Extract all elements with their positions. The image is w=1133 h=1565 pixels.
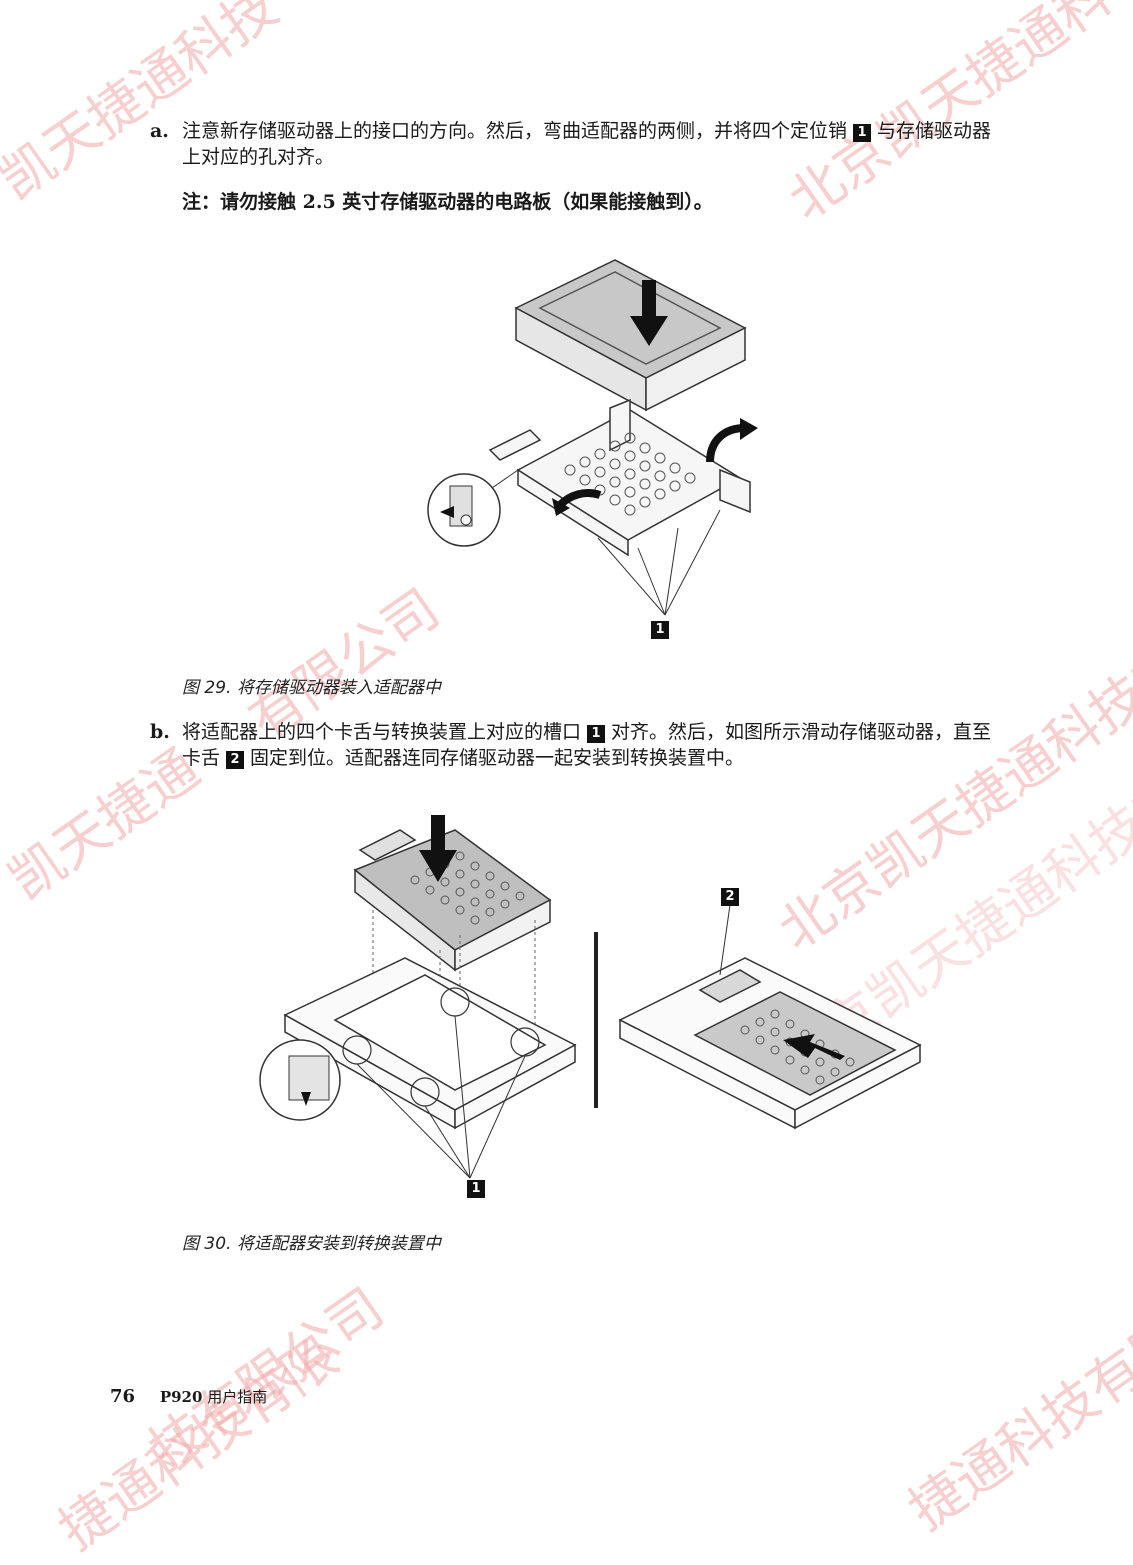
figure-caption: 图 29. 将存储驱动器装入适配器中 (182, 678, 441, 698)
adapter-tray (488, 398, 751, 557)
down-arrow-icon (630, 280, 668, 346)
callout-badge: 2 (721, 888, 739, 906)
converter-installed (618, 957, 922, 1130)
step-text: 固定到位。适配器连同存储驱动器一起安装到转换装置中。 (250, 747, 745, 769)
callout-badge: 1 (467, 1180, 485, 1198)
curved-arrow-icon (706, 424, 746, 463)
page-number: 76 (110, 1386, 136, 1407)
step-label: a. (150, 120, 169, 142)
curved-arrow-icon (740, 418, 758, 440)
callout-badge: 1 (651, 621, 669, 639)
watermark: 技有限公司 (137, 1275, 395, 1483)
push-arrow-icon (783, 1034, 845, 1060)
page-footer: 76 P920 用户指南 (110, 1386, 267, 1407)
watermark: 捷通科技有限 (897, 1304, 1133, 1543)
leader-lines (356, 1015, 526, 1179)
leader-lines (597, 509, 721, 616)
tray-holes (564, 432, 696, 516)
figure-29-illustration (427, 259, 758, 616)
converter-frame (283, 957, 577, 1130)
down-arrow-icon (419, 815, 457, 882)
curved-arrow-icon (552, 498, 570, 516)
adapter-with-drive (353, 829, 552, 972)
watermark: 凯天捷通科技 (0, 0, 289, 213)
product-name: P920 (159, 1388, 203, 1406)
note-text: 注：请勿接触 2.5 英寸存储驱动器的电路板（如果能接触到）。 (182, 191, 713, 213)
step-text: 将适配器上的四个卡舌与转换装置上对应的槽口 (182, 721, 582, 743)
step-label: b. (150, 721, 170, 743)
callout-badge: 1 (587, 725, 606, 743)
callout-badge: 1 (853, 124, 872, 142)
step-text: 对齐。然后，如图所示滑动存储驱动器，直至卡舌 (182, 721, 992, 769)
small-arrow-icon (440, 506, 454, 518)
figure-caption: 图 30. 将适配器安装到转换装置中 (182, 1234, 441, 1254)
curved-arrow-icon (557, 489, 602, 508)
step-text: 注意新存储驱动器上的接口的方向。然后，弯曲适配器的两侧，并将四个定位销 (182, 120, 848, 142)
step-text: 与存储驱动器上对应的孔对齐。 (182, 120, 992, 168)
figure-30-illustration (259, 815, 922, 1179)
storage-drive (514, 259, 747, 412)
document-title: 用户指南 (207, 1388, 268, 1406)
watermark: 捷通科技有限 (47, 1324, 349, 1563)
small-arrow-icon (301, 1092, 311, 1106)
callout-badge: 2 (226, 751, 245, 769)
